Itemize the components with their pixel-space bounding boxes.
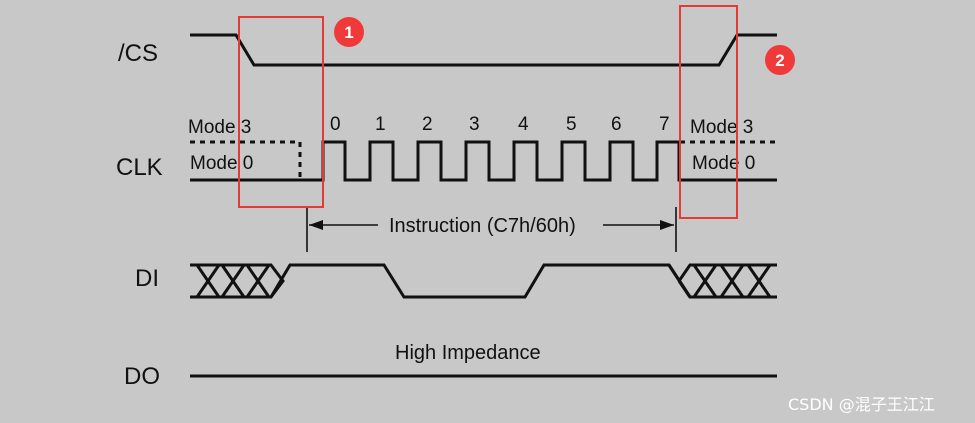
clk-mode3-left-dashed xyxy=(190,140,302,180)
instruction-left-arrow xyxy=(309,220,378,230)
instruction-right-arrow xyxy=(603,220,674,230)
clk-mode3-left-label: Mode 3 xyxy=(188,117,251,138)
watermark: CSDN @混子王江江 xyxy=(788,395,935,414)
instruction-label: Instruction (C7h/60h) xyxy=(389,215,576,237)
highlight-box-2 xyxy=(679,5,738,219)
clk-tick-1: 1 xyxy=(375,114,386,135)
clk-tick-2: 2 xyxy=(422,114,433,135)
clk-tick-0: 0 xyxy=(330,114,341,135)
clk-waveform xyxy=(190,140,777,182)
clk-mode3-right-label: Mode 3 xyxy=(690,117,753,138)
clk-tick-3: 3 xyxy=(469,114,480,135)
cs-signal-label: /CS xyxy=(118,40,158,67)
di-signal-label: DI xyxy=(135,265,159,292)
clk-tick-4: 4 xyxy=(518,114,529,135)
marker-badge-1-label: 1 xyxy=(344,23,353,42)
di-dont-care-right xyxy=(677,263,777,299)
clk-tick-6: 6 xyxy=(611,114,622,135)
clk-mode0-right-label: Mode 0 xyxy=(692,153,755,174)
clk-tick-labels: 0 1 2 3 4 5 6 7 xyxy=(330,114,670,135)
marker-badge-2-label: 2 xyxy=(775,51,784,70)
di-waveform xyxy=(269,263,692,299)
marker-badge-1: 1 xyxy=(334,17,364,47)
highlight-box-1 xyxy=(238,16,324,208)
di-dont-care-left xyxy=(190,263,285,299)
clk-mode0-left-label: Mode 0 xyxy=(190,153,253,174)
clk-signal-label: CLK xyxy=(116,154,163,181)
do-signal-label: DO xyxy=(124,363,160,390)
clk-tick-5: 5 xyxy=(566,114,577,135)
marker-badge-2: 2 xyxy=(765,45,795,75)
clk-tick-7: 7 xyxy=(659,114,670,135)
do-high-impedance-label: High Impedance xyxy=(395,342,541,364)
cs-waveform xyxy=(190,33,777,67)
